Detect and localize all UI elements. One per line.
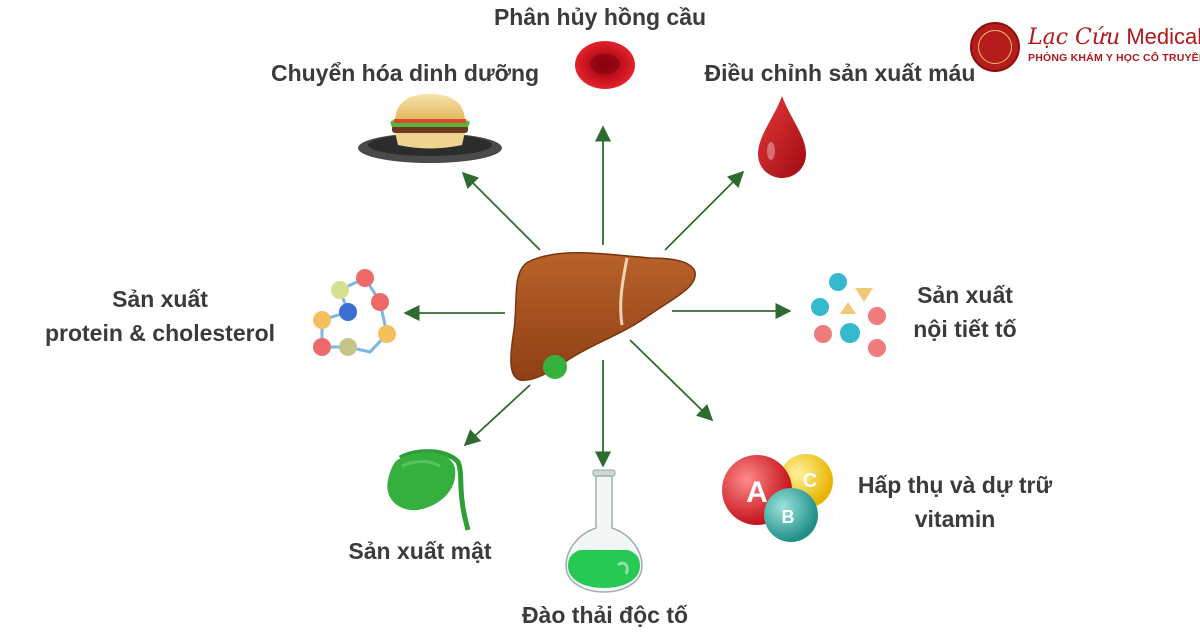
- flask-icon: [565, 469, 643, 593]
- vitamins-icon: A C B: [722, 454, 833, 542]
- brand-seal-icon: [970, 22, 1020, 72]
- label-blood-production: Điều chỉnh sản xuất máu: [704, 60, 976, 86]
- liver-icon: [510, 252, 696, 382]
- arrows: [403, 125, 792, 468]
- arrow-to-vitamins: [629, 339, 714, 422]
- gallbladder-icon: [387, 449, 471, 531]
- red-blood-cell-icon: [575, 41, 635, 89]
- label-vitamins: Hấp thụ và dự trữ vitamin: [857, 472, 1053, 532]
- arrow-to-nutrient-metabolism: [461, 171, 541, 251]
- liver-gallbladder: [543, 355, 567, 379]
- vitamin-letter-c: C: [803, 470, 817, 492]
- burger-icon: [358, 94, 502, 163]
- molecule-chain-icon: [313, 269, 396, 356]
- arrow-to-bile: [463, 384, 531, 447]
- blood-drop-icon: [758, 96, 806, 178]
- brand-name: Lạc Cứu Medical: [1028, 24, 1200, 50]
- brand-logo[interactable]: Lạc Cứu Medical PHÒNG KHÁM Y HỌC CỔ TRUY…: [970, 20, 1200, 76]
- label-rbc-breakdown: Phân hủy hồng cầu: [493, 4, 707, 30]
- brand-tagline: PHÒNG KHÁM Y HỌC CỔ TRUYỀN: [1028, 52, 1200, 64]
- vitamin-letter-b: B: [782, 507, 795, 527]
- label-nutrient-metabolism: Chuyển hóa dinh dưỡng: [270, 60, 540, 86]
- label-bile: Sản xuất mật: [348, 538, 492, 564]
- label-detox: Đào thải độc tố: [521, 602, 689, 628]
- vitamin-letter-a: A: [746, 476, 768, 509]
- label-hormones: Sản xuất nội tiết tố: [913, 282, 1017, 342]
- label-protein-cholesterol: Sản xuất protein & cholesterol: [44, 286, 276, 346]
- hormone-particles-icon: [811, 273, 886, 357]
- arrow-to-blood-production: [664, 170, 745, 251]
